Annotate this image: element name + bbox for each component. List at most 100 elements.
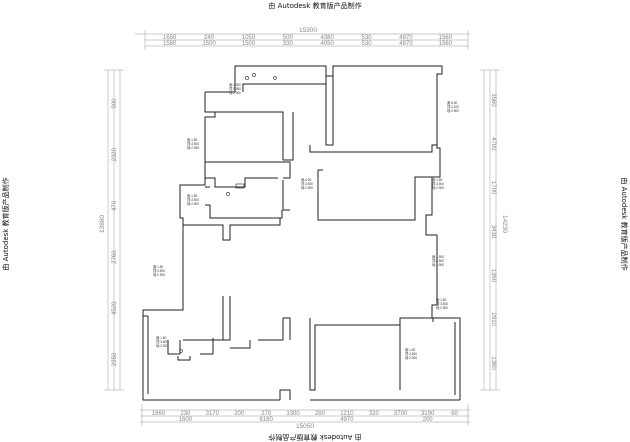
top-dimension-chain <box>135 30 470 50</box>
dim-label: 500 <box>283 35 294 41</box>
room-note-line: 面:1.50 <box>436 298 447 302</box>
room-note-line: 地:2.900 <box>156 343 168 348</box>
watermark-right: 由 Autodesk 教育版产品制作 <box>620 177 629 270</box>
dim-label: 230 <box>180 411 191 417</box>
dim-label: 530 <box>362 35 373 41</box>
dim-label: 2760 <box>112 250 118 264</box>
dim-label: 1500 <box>202 41 216 47</box>
dim-label: 1660 <box>152 411 166 417</box>
bottom-dim-row-1: 1660 230 3170 200 270 1300 280 1210 320 3700 3190 6… <box>152 411 459 417</box>
dim-label: 1300 <box>286 411 300 417</box>
room-note-line: 顶:3.500 <box>187 198 199 202</box>
dim-label: 270 <box>261 411 272 417</box>
dim-label: 4700 <box>490 137 496 151</box>
bottom-dim-row-2: 1600 6160 4970 200 <box>179 417 434 423</box>
dim-label: 1580 <box>163 41 177 47</box>
room-note-line: 面:1.50 <box>187 194 198 198</box>
room-note-line: 地:2.950 <box>187 145 199 150</box>
dim-label: 900 <box>112 98 118 109</box>
dim-label: 3170 <box>206 411 220 417</box>
dim-label: 200 <box>423 417 434 423</box>
right-dim-column: 3560 4700 1700 3430 1360 2810 1360 <box>490 93 496 370</box>
dim-label: 330 <box>283 41 294 47</box>
room-note-line: 地:2.500 <box>447 108 459 113</box>
watermark-left: 由 Autodesk 教育版产品制作 <box>1 177 10 270</box>
dim-label: 3560 <box>490 93 496 107</box>
top-dim-row-1: 1650 240 1050 500 4380 530 4870 1560 <box>163 35 453 41</box>
dim-label: 470 <box>112 200 118 211</box>
room-note-line: 顶:2.950 <box>229 87 241 91</box>
room-note-line: 面:1.50 <box>432 178 443 182</box>
watermark-bottom: 由 Autodesk 教育版产品制作 <box>268 433 361 442</box>
dim-label: 1650 <box>163 35 177 41</box>
dim-label: 3430 <box>490 225 496 239</box>
room-note-line: 面:4.00 <box>301 178 312 182</box>
dim-label: 1560 <box>439 35 453 41</box>
room-note-line: 面:1.300 <box>229 83 241 87</box>
dim-label: 1600 <box>179 417 193 423</box>
top-dim-row-2: 1580 1500 1500 330 4050 530 4870 1560 <box>163 41 453 47</box>
dim-label: 2320 <box>112 147 118 161</box>
dim-label: 4870 <box>399 35 413 41</box>
dim-label: 1700 <box>490 181 496 195</box>
room-note-line: 地:2.900 <box>301 185 313 190</box>
room-note-line: 地:2.900 <box>229 90 241 95</box>
dim-label: 240 <box>204 35 215 41</box>
room-note-line: 顶:3.100 <box>447 105 459 109</box>
dim-label: 1500 <box>242 41 256 47</box>
dim-label: 4520 <box>112 301 118 315</box>
room-note-line: 顶:3.500 <box>436 302 448 306</box>
left-total-dim: 13880 <box>99 215 106 233</box>
room-note-line: 地:2.900 <box>405 355 417 360</box>
room-note-line: 地:2.900 <box>432 185 444 190</box>
room-note-line: 顶:3.500 <box>432 182 444 186</box>
watermark-top: 由 Autodesk 教育版产品制作 <box>268 1 361 10</box>
room-note-line: 顶:3.500 <box>187 142 199 146</box>
room-note-line: 顶:3.500 <box>432 259 444 263</box>
dim-label: 320 <box>369 411 380 417</box>
dim-label: 6160 <box>259 417 273 423</box>
dim-label: 2950 <box>112 352 118 366</box>
room-note-line: 面:1.50 <box>156 336 167 340</box>
dim-label: 1210 <box>340 411 354 417</box>
room-note-line: 地:2.900 <box>432 262 444 267</box>
dim-label: 1050 <box>242 35 256 41</box>
dim-label: 4050 <box>321 41 335 47</box>
fixture-symbols <box>179 73 277 353</box>
dim-label: 2810 <box>490 313 496 327</box>
dim-label: 4970 <box>340 417 354 423</box>
bottom-dimension-chain <box>140 404 470 426</box>
room-note-line: 顶:3.500 <box>156 340 168 344</box>
dim-label: 1360 <box>490 356 496 370</box>
room-annotations: 面:1.300顶:2.950地:2.900面:5.00顶:3.100地:2.50… <box>153 83 459 360</box>
room-note-line: 地:2.900 <box>187 201 199 206</box>
room-note-line: 面:1.50 <box>187 138 198 142</box>
room-note-line: 面:1.50 <box>153 265 164 269</box>
room-note-line: 地:2.900 <box>153 272 165 277</box>
dim-label: 1360 <box>490 269 496 283</box>
room-note-line: 面:1.50 <box>405 348 416 352</box>
dim-label: 3190 <box>421 411 435 417</box>
dim-label: 60 <box>451 411 458 417</box>
dim-label: 4870 <box>399 41 413 47</box>
dim-label: 4380 <box>321 35 335 41</box>
bottom-total-dim: 15050 <box>296 423 314 430</box>
dim-label: 280 <box>315 411 326 417</box>
floor-plan-walls <box>142 65 461 401</box>
room-note-line: 地:2.900 <box>436 305 448 310</box>
room-note-line: 面:5.00 <box>447 101 458 105</box>
left-dimension-chain <box>104 69 124 391</box>
room-note-line: 顶:3.500 <box>405 352 417 356</box>
dim-label: 1560 <box>439 41 453 47</box>
right-total-dim: 14230 <box>501 215 508 233</box>
dim-label: 3700 <box>394 411 408 417</box>
room-note-line: 面:1.500 <box>432 255 444 259</box>
dim-label: 200 <box>234 411 245 417</box>
left-dim-column: 900 2320 470 2760 4520 2950 <box>112 98 118 366</box>
room-note-line: 顶:3.500 <box>153 269 165 273</box>
room-note-line: 顶:3.500 <box>301 182 313 186</box>
dim-label: 530 <box>362 41 373 47</box>
top-total-dim: 15300 <box>299 27 317 34</box>
right-dimension-chain <box>480 69 500 391</box>
